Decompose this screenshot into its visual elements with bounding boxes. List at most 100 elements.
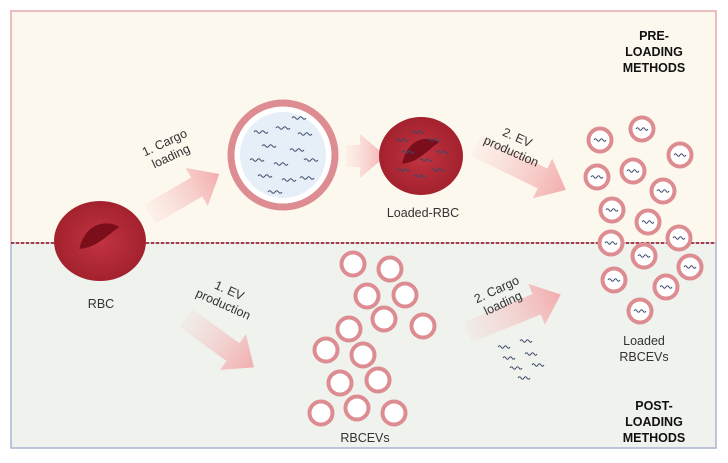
loaded-ev (626, 297, 654, 325)
free-cargo (497, 339, 545, 380)
loaded-ev (600, 266, 628, 294)
arrow-ev-production-pre (471, 136, 566, 199)
rbcevs-label: RBCEVs (340, 431, 390, 445)
vesicle-cargo (297, 132, 313, 136)
plain-ev (409, 312, 437, 340)
plain-ev (364, 366, 392, 394)
loaded-ev (676, 253, 704, 281)
vesicle-cargo (267, 190, 283, 194)
loaded-ev (665, 224, 693, 252)
ev-cargo (656, 189, 670, 193)
post-title-line1: POST- (635, 399, 673, 413)
vesicle-cargo (261, 144, 277, 148)
loaded-rbc-cargo (401, 150, 415, 154)
loaded-rbc-cargo (411, 130, 425, 134)
vesicle-cargo (257, 174, 273, 178)
vesicle-cargo (253, 130, 269, 134)
process-arrows (144, 134, 566, 370)
plain-ev (349, 341, 377, 369)
vesicle-cargo (299, 176, 315, 180)
ev-cargo (659, 285, 673, 289)
loose-cargo (519, 339, 533, 343)
post-title-line2: LOADING (625, 415, 683, 429)
plain-ev (380, 399, 408, 427)
loaded-ev (634, 208, 662, 236)
arrow-cargo-loading-post (463, 283, 561, 343)
ev-cargo (604, 241, 618, 245)
vesicle-cargo (291, 116, 307, 120)
loose-cargo (509, 366, 523, 370)
ev-cargo (590, 175, 604, 179)
loaded-rbcevs-line2: RBCEVs (619, 350, 669, 364)
rbc-label: RBC (87, 297, 115, 311)
vesicle-cargo (303, 158, 319, 162)
ev-cargo (633, 309, 647, 313)
ev-cargo (683, 265, 697, 269)
ev-groups (307, 115, 704, 427)
arrow-ev-production-post (179, 309, 254, 370)
pre-loading-title: PRE- LOADING METHODS (614, 28, 694, 76)
loaded-ev (597, 229, 625, 257)
loaded-ev (586, 126, 614, 154)
plain-ev (307, 399, 335, 427)
loaded-rbc-cell (379, 117, 463, 195)
vesicle-cargo (289, 148, 305, 152)
plain-ev (391, 281, 419, 309)
loose-cargo (524, 352, 538, 356)
plain-ev (353, 282, 381, 310)
plain-ev (376, 255, 404, 283)
ev-cargo (605, 208, 619, 212)
loose-cargo (517, 376, 531, 380)
vesicle-cargo (275, 126, 291, 130)
plain-ev (326, 369, 354, 397)
post-loading-title: POST- LOADING METHODS (614, 398, 694, 446)
loaded-ev (619, 157, 647, 185)
pre-title-line2: LOADING (625, 45, 683, 59)
loaded-rbc-cargo (431, 168, 445, 172)
loaded-rbc-cargo (397, 168, 411, 172)
loaded-ev (583, 163, 611, 191)
plain-ev (370, 305, 398, 333)
loaded-rbc-cargo (413, 174, 427, 178)
vesicle-cargo (249, 158, 265, 162)
plain-ev (343, 394, 371, 422)
loaded-rbc-label: Loaded-RBC (386, 206, 460, 220)
loaded-ev (666, 141, 694, 169)
vesicle-cargo (281, 178, 297, 182)
loaded-rbc-cargo (435, 150, 449, 154)
pre-title-line3: METHODS (622, 61, 686, 75)
plain-ev (339, 250, 367, 278)
pre-title-line1: PRE- (639, 29, 669, 43)
loaded-rbc-cargo (395, 138, 409, 142)
plain-ev (335, 315, 363, 343)
arrow-cargo-loading-pre (144, 167, 220, 224)
ev-cargo (637, 254, 651, 258)
ev-cargo (607, 278, 621, 282)
loaded-ev (630, 242, 658, 270)
loaded-rbcevs-label: Loaded RBCEVs (604, 333, 684, 365)
ev-cargo (641, 220, 655, 224)
loaded-rbc-cargo (427, 138, 441, 142)
loaded-ev (628, 115, 656, 143)
loose-cargo (497, 345, 511, 349)
loose-cargo (502, 356, 516, 360)
ev-cargo (673, 153, 687, 157)
loaded-rbc-cargo (419, 158, 433, 162)
ev-cargo (672, 236, 686, 240)
arrow-to-loaded-rbc (346, 134, 386, 178)
loose-cargo (531, 363, 545, 367)
loaded-ev (652, 273, 680, 301)
vesicle-cargo (273, 162, 289, 166)
rbc-cell (54, 201, 146, 281)
post-title-line3: METHODS (622, 431, 686, 445)
cargo-loading-cell (227, 99, 339, 211)
loaded-rbcevs-line1: Loaded (623, 334, 665, 348)
loaded-ev (598, 196, 626, 224)
ev-cargo (635, 127, 649, 131)
loaded-ev (649, 177, 677, 205)
ev-cargo (626, 169, 640, 173)
plain-ev (312, 336, 340, 364)
ev-cargo (593, 138, 607, 142)
